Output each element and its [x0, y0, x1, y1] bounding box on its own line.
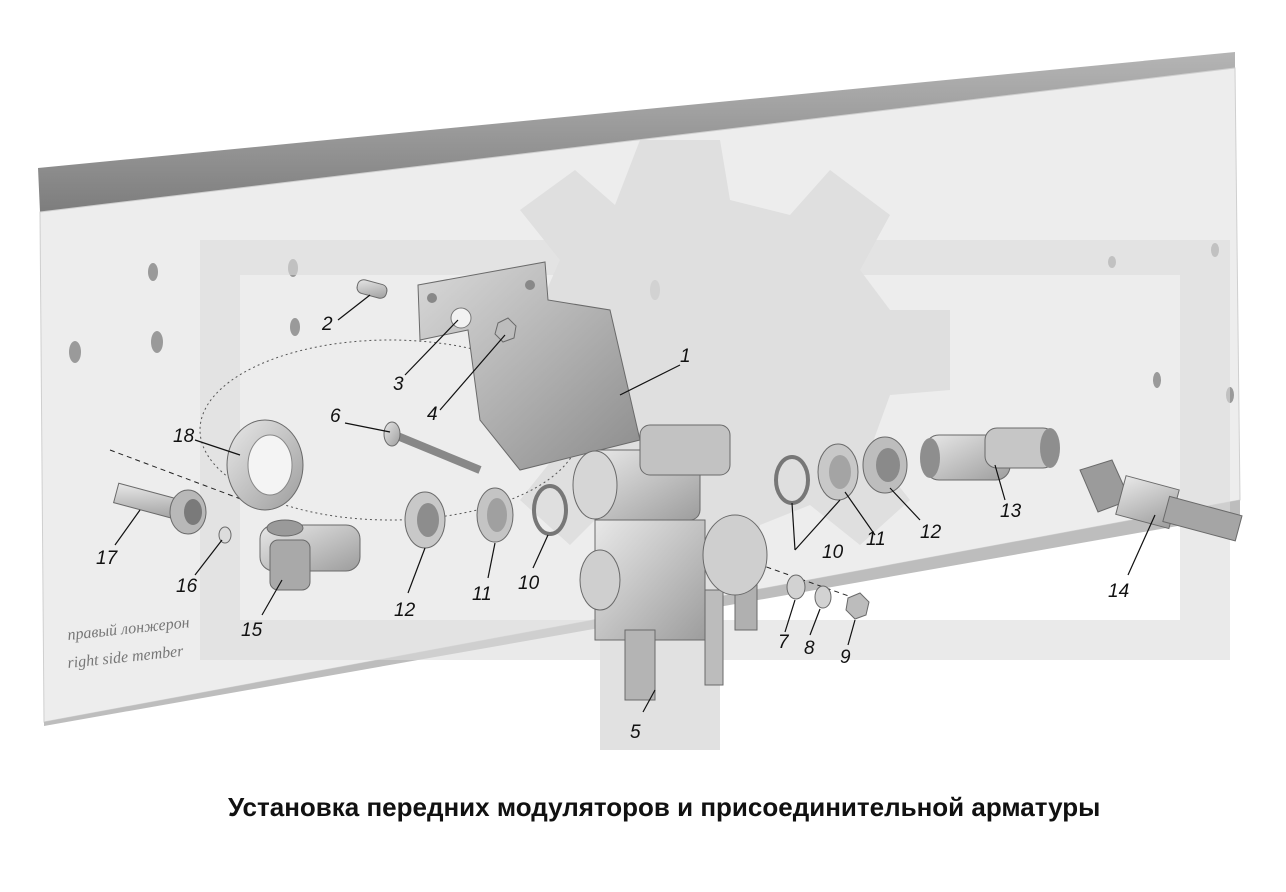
bolt-part-6 [383, 421, 482, 474]
modulator-part-5 [572, 424, 768, 701]
nut-part-12-right [862, 436, 908, 494]
callout-12-left: 12 [394, 600, 416, 621]
sleeve-part-11-left [476, 487, 514, 543]
callout-2: 2 [321, 314, 333, 335]
callout-10-left: 10 [518, 573, 540, 594]
washer-part-8 [814, 585, 832, 609]
callout-6: 6 [330, 406, 341, 427]
elbow-part-13 [920, 427, 1060, 481]
washer-part-7 [786, 574, 806, 600]
sleeve-part-11-right [817, 443, 859, 501]
leader-lines [114, 294, 1156, 713]
callout-18: 18 [173, 426, 195, 447]
callout-5: 5 [630, 722, 641, 743]
nut-part-9 [845, 592, 870, 620]
sensor-part-14 [1079, 459, 1243, 542]
callout-7: 7 [778, 632, 790, 653]
callout-11-left: 11 [472, 584, 492, 605]
callout-12-right: 12 [920, 522, 942, 543]
callout-4: 4 [427, 404, 438, 425]
callout-9: 9 [840, 647, 851, 668]
nut-part-12-left [404, 491, 446, 549]
callout-17: 17 [96, 548, 119, 569]
callout-14: 14 [1108, 581, 1129, 602]
callout-13: 13 [1000, 501, 1022, 522]
callout-10-right: 10 [822, 542, 844, 563]
ring-part-16 [218, 526, 232, 544]
callout-15: 15 [241, 620, 263, 641]
callout-1: 1 [680, 346, 691, 367]
washer-part-18 [226, 419, 304, 511]
oring-part-10-left [532, 484, 568, 536]
elbow-part-15 [259, 519, 361, 591]
figure-caption: Установка передних модуляторов и присоед… [228, 792, 1101, 822]
nut-part-4 [494, 317, 517, 343]
callout-labels: 1 2 3 4 5 6 7 8 9 10 10 11 11 11 12 12 1… [96, 314, 1129, 743]
callout-11-right: 11 [866, 529, 886, 550]
exploded-assembly-diagram: 1 2 3 4 5 6 7 8 9 10 10 11 11 11 12 12 1… [38, 52, 1243, 750]
callout-16: 16 [176, 576, 198, 597]
fitting-part-17 [112, 482, 207, 535]
callout-3: 3 [393, 374, 404, 395]
callout-8: 8 [804, 638, 815, 659]
pin-part-2 [356, 279, 388, 299]
